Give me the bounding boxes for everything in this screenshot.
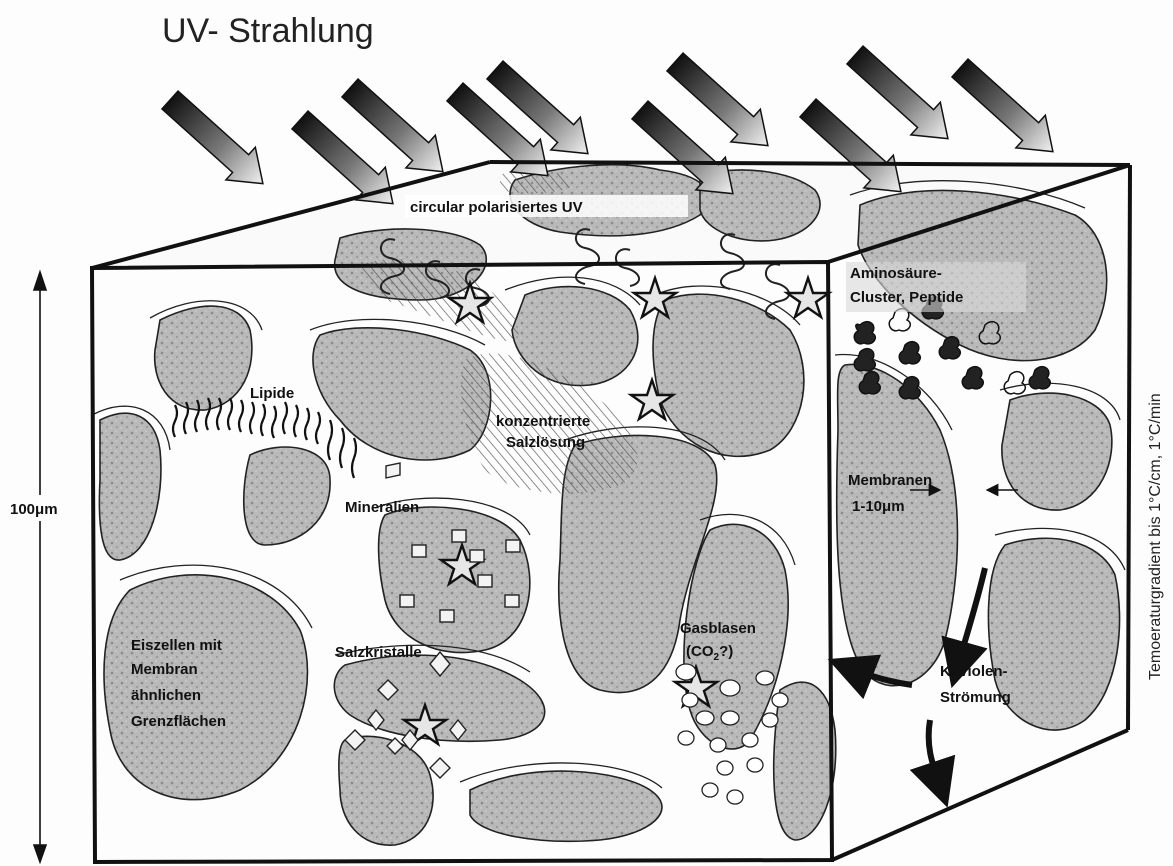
label-membranes-1: Membranen: [848, 472, 932, 489]
title-uv-radiation: UV- Strahlung: [162, 12, 374, 50]
label-circular-uv: circular polarisiertes UV: [410, 199, 583, 216]
label-ice-4: Grenzflächen: [131, 713, 226, 730]
label-amino-2: Cluster, Peptide: [850, 289, 963, 306]
label-lipids: Lipide: [250, 385, 294, 402]
label-salt-crystals: Salzkristalle: [335, 644, 422, 661]
label-amino-1: Aminosäure-: [850, 265, 942, 282]
label-ice-3: ähnlichen: [131, 687, 201, 704]
label-flow-1: Kaviolen-: [940, 663, 1008, 680]
label-minerals: Mineralien: [345, 499, 419, 516]
label-salt-2: Salzlösung: [506, 434, 585, 451]
label-ice-2: Membran: [131, 661, 198, 678]
label-scale: 100μm: [10, 501, 58, 518]
label-salt-1: konzentrierte: [496, 413, 590, 430]
label-membranes-2: 1-10μm: [852, 498, 905, 515]
label-ice-1: Eiszellen mit: [131, 637, 222, 654]
label-flow-2: Strömung: [940, 689, 1011, 706]
label-gas-1: Gasblasen: [680, 620, 756, 637]
label-gradient: Temoeraturgradient bis 1°C/cm, 1°C/min: [1147, 393, 1164, 680]
scale-arrow: [5, 272, 75, 862]
